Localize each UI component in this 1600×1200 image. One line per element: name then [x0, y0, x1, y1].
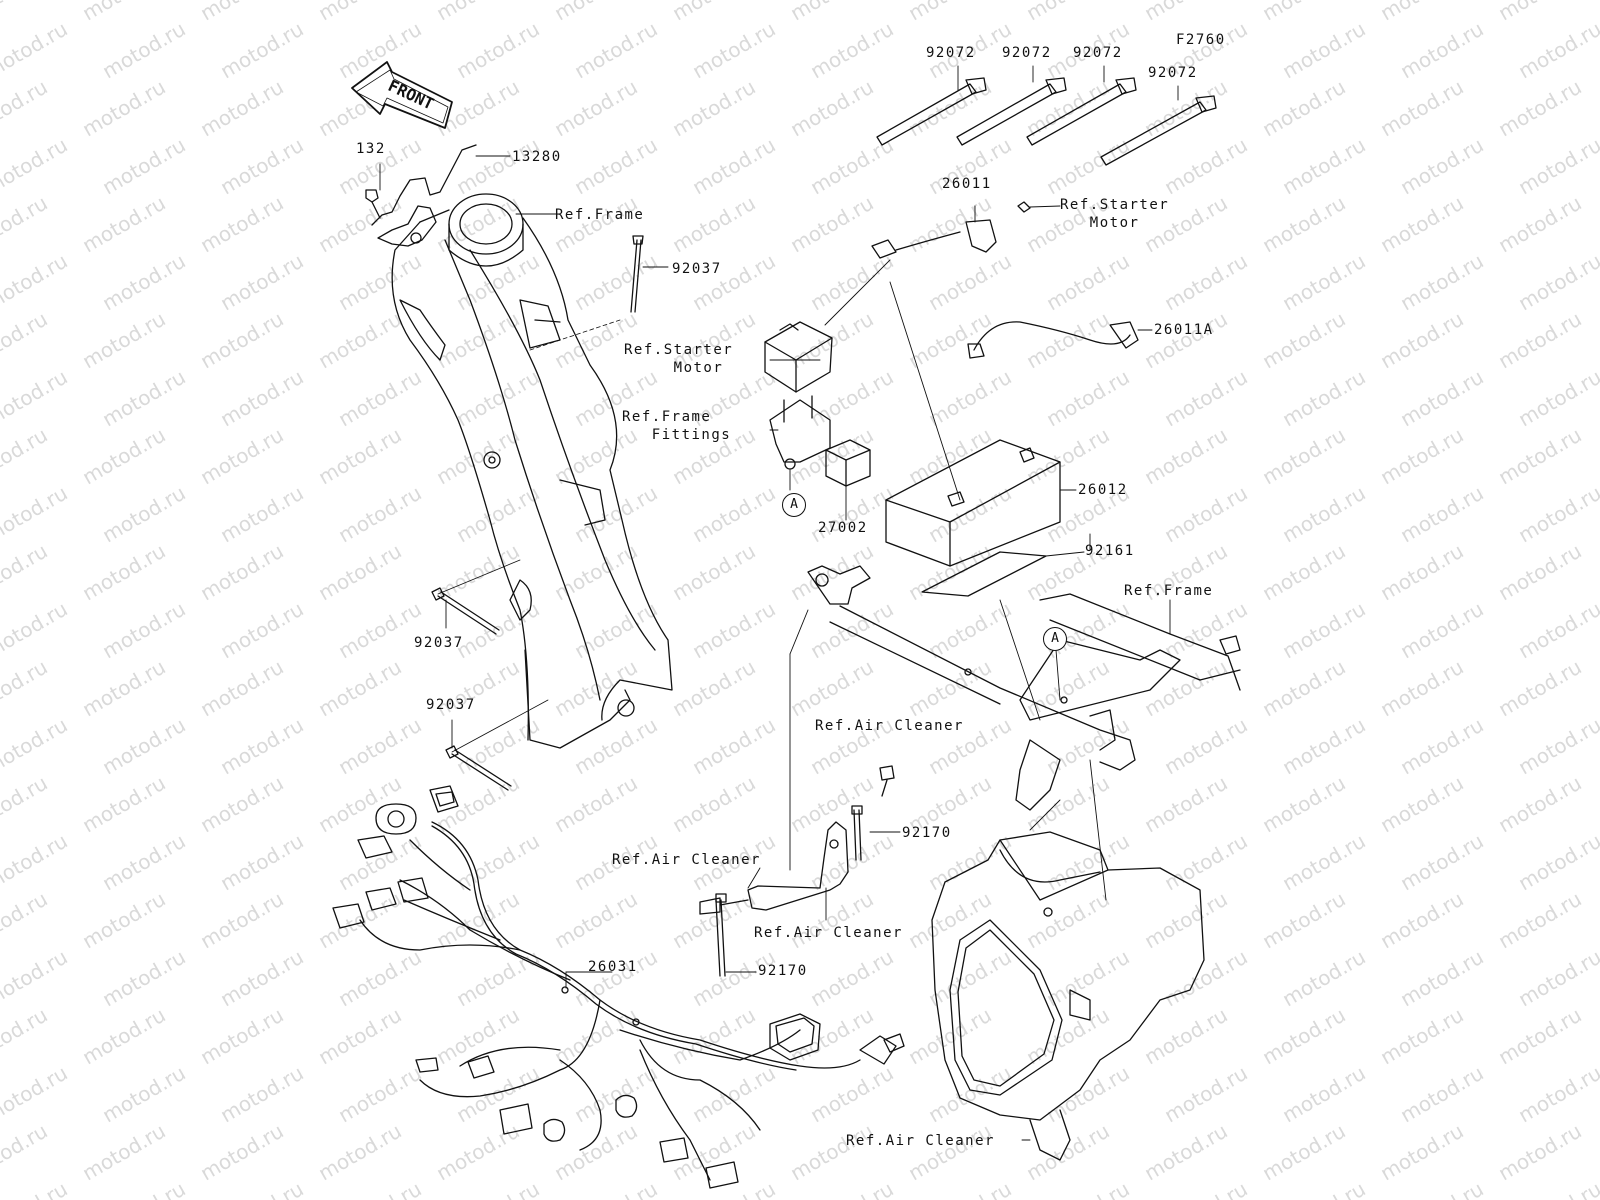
- front-arrow-icon: [351, 61, 453, 129]
- leader-lines: [379, 155, 1091, 1141]
- ref-air-cleaner-1: Ref.Air Cleaner: [815, 718, 964, 734]
- callout-132: 132: [356, 141, 386, 157]
- callout-92161: 92161: [1085, 543, 1135, 559]
- ref-air-cleaner-2: Ref.Air Cleaner: [612, 852, 761, 868]
- callout-92037-low: 92037: [426, 697, 476, 713]
- ref-frame-top: Ref.Frame: [555, 207, 645, 223]
- battery-case: [807, 565, 1241, 811]
- frame-assembly: [391, 193, 673, 749]
- callout-92072-1: 92072: [926, 45, 976, 61]
- battery-cable-26011a: [967, 321, 1153, 359]
- air-cleaner-bracket: [699, 609, 849, 921]
- reference-mark-a-right: A: [1043, 627, 1067, 651]
- callout-26011a: 26011A: [1154, 322, 1214, 338]
- callout-26012: 26012: [1078, 482, 1128, 498]
- bolt-132: [365, 189, 381, 219]
- callout-27002: 27002: [818, 520, 868, 536]
- ref-frame-fittings: Ref.Frame Fittings: [622, 409, 732, 443]
- callout-92037-top: 92037: [672, 261, 722, 277]
- callout-92170-upper: 92170: [902, 825, 952, 841]
- wiring-harness-26031: [332, 785, 905, 1189]
- frame-fitting-bracket: [769, 395, 831, 491]
- starter-relay: [764, 321, 833, 393]
- ref-starter-motor-right: Ref.Starter Motor: [1060, 197, 1170, 231]
- tie-92170-upper: [851, 805, 863, 861]
- reference-mark-a-left: A: [782, 493, 806, 517]
- battery-pad-92161: [921, 551, 1085, 721]
- cable-ties-92072: [876, 65, 1217, 166]
- fuse-27002: [825, 439, 871, 521]
- bolt-air-cleaner: [879, 765, 895, 797]
- callout-13280: 13280: [512, 149, 562, 165]
- callout-92072-4: 92072: [1148, 65, 1198, 81]
- tie-92037-mid: [431, 559, 521, 635]
- callout-26011: 26011: [942, 176, 992, 192]
- diagram-code: F2760: [1176, 32, 1226, 48]
- callout-92037-mid: 92037: [414, 635, 464, 651]
- battery-26012: [885, 439, 1077, 567]
- ref-air-cleaner-3: Ref.Air Cleaner: [754, 925, 903, 941]
- callout-92170-lower: 92170: [758, 963, 808, 979]
- air-cleaner-box: [931, 759, 1205, 1161]
- ref-air-cleaner-4: Ref.Air Cleaner: [846, 1133, 995, 1149]
- tie-92170-lower: [715, 893, 727, 977]
- callout-92072-2: 92072: [1002, 45, 1052, 61]
- bracket-13280: [371, 144, 477, 247]
- callout-26031: 26031: [588, 959, 638, 975]
- ref-frame-right: Ref.Frame: [1124, 583, 1214, 599]
- callout-92072-3: 92072: [1073, 45, 1123, 61]
- battery-cable-26011: [824, 201, 1061, 501]
- tie-92037-low: [445, 699, 549, 791]
- tie-92037-top: [630, 235, 644, 313]
- ref-starter-motor-left: Ref.Starter Motor: [624, 342, 734, 376]
